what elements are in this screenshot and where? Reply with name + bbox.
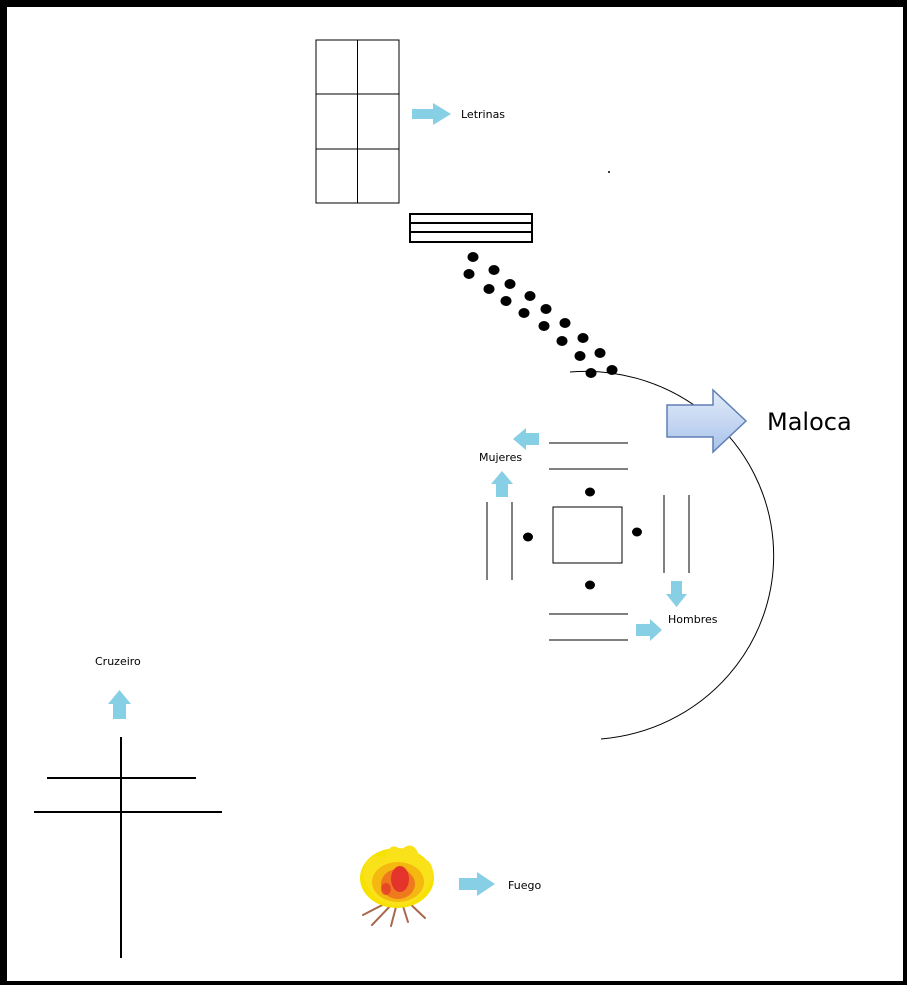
letrinas-label: Letrinas — [461, 108, 505, 121]
dotted-path — [463, 252, 618, 378]
mujeres-label: Mujeres — [479, 451, 522, 464]
cross-structure — [34, 737, 222, 958]
latrines-block — [315, 39, 400, 204]
stray-dot — [608, 171, 610, 173]
hombres-label: Hombres — [668, 613, 718, 626]
fuego-label: Fuego — [508, 879, 541, 892]
arrow-right-icon — [636, 619, 662, 641]
arrow-up-icon — [108, 690, 131, 719]
fire-icon — [360, 845, 434, 927]
altar-dots — [523, 487, 642, 590]
inner-benches — [486, 442, 690, 641]
arrow-up-icon — [491, 471, 513, 497]
bench-structure — [409, 213, 533, 243]
cruzeiro-label: Cruzeiro — [95, 655, 141, 668]
arrow-left-icon — [513, 428, 539, 450]
block-arrow-icon — [666, 388, 748, 454]
arrow-right-icon — [459, 872, 495, 896]
central-altar — [552, 506, 623, 564]
arrow-down-icon — [666, 581, 687, 607]
maloca-label: Maloca — [767, 408, 852, 436]
arrow-right-icon — [412, 103, 451, 125]
maloca-circle — [569, 370, 775, 740]
